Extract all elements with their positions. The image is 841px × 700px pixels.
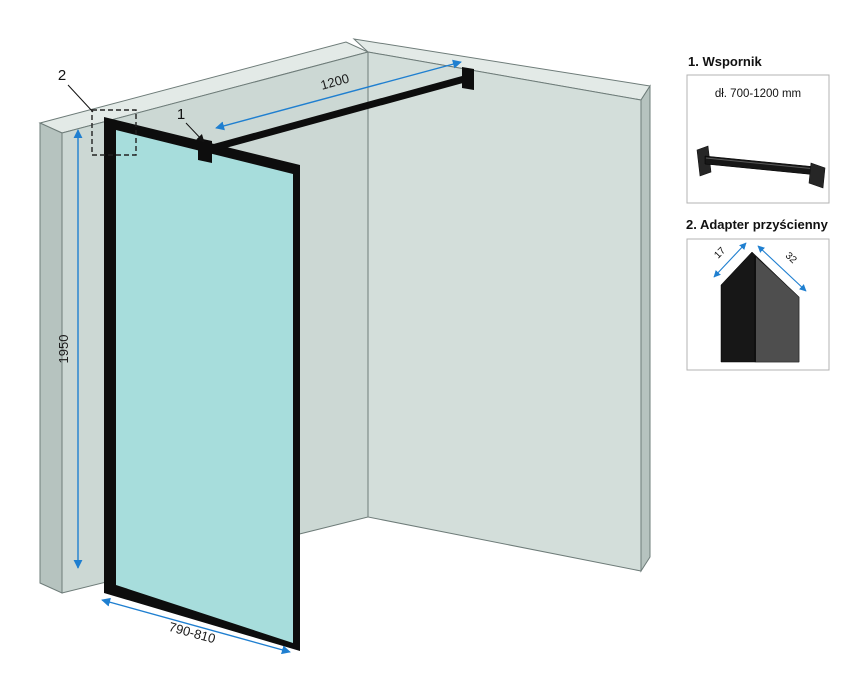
dimension-label-1950: 1950 [56,335,71,364]
dimension-bar-length: 1200 [215,59,462,131]
callout-1: 1 [177,106,205,143]
bracket-drawing [696,145,826,189]
bracket-panel-box [686,74,830,204]
bracket-bar-highlight [705,157,817,170]
callout-1-label: 1 [177,106,185,123]
glass-pane [116,130,293,643]
bracket-length-note: dł. 700-1200 mm [715,88,801,100]
adapter-drawing: 17 32 [712,242,807,363]
detail-panel-adapter: 2. Adapter przyścienny 17 32 [686,217,830,371]
bracket-left-plate [696,145,712,177]
right-wall-inner-face [367,51,642,572]
bracket-panel-title: 1. Wspornik [688,54,762,69]
right-wall [352,38,651,573]
support-bar-wall-flange [462,67,474,90]
adapter-highlight-box [91,109,137,156]
dimension-line-1200 [215,59,462,131]
dimension-height: 1950 [56,129,83,569]
callout-1-leader [185,122,205,143]
detail-panel-bracket: 1. Wspornik dł. 700-1200 mm [686,54,830,204]
support-bar-glass-mount [198,138,212,163]
adapter-dim-line-17 [713,242,747,278]
callout-2-label: 2 [58,67,66,84]
right-wall-end-face [640,84,651,573]
callout-2-leader [67,84,94,113]
glass-panel [104,117,300,651]
dimension-line-790-810 [101,597,291,655]
adapter-dim-line-32 [757,245,807,292]
adapter-panel-title: 2. Adapter przyścienny [686,217,829,232]
bracket-right-flange [808,162,826,189]
callout-2: 2 [58,67,137,156]
dimension-label-1200: 1200 [319,71,351,93]
